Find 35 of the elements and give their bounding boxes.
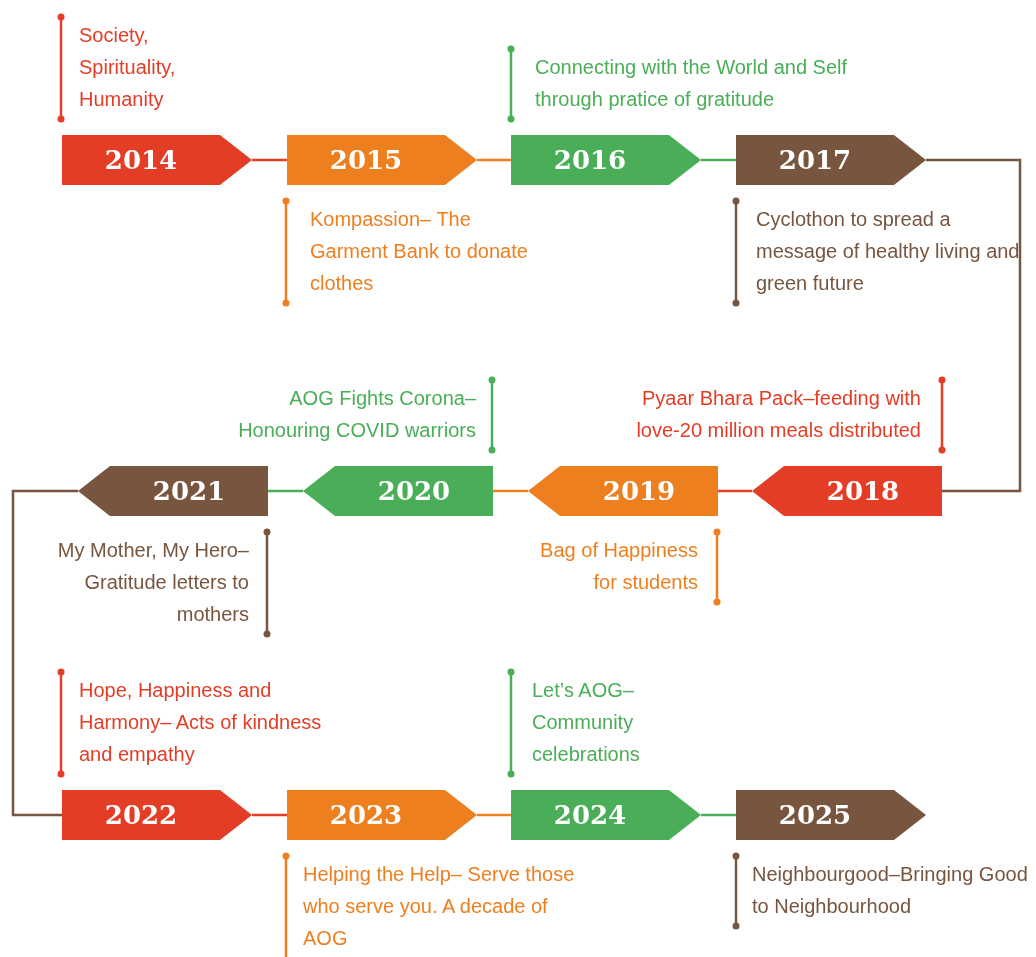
year-tag: 2018: [752, 466, 942, 516]
connector-line: [477, 158, 511, 162]
year-tag: 2019: [528, 466, 718, 516]
year-tag: 2015: [287, 135, 477, 185]
year-tag: 2023: [287, 790, 477, 840]
milestone-description: My Mother, My Hero–Gratitude letters to mothers: [56, 538, 249, 627]
connector-line: [252, 813, 287, 817]
milestone-description: Let’s AOG– Community celebrations: [532, 678, 641, 767]
connector-line: [718, 489, 752, 493]
connector-line: [493, 489, 528, 493]
milestone-description: AOG Fights Corona– Honouring COVID warriors: [237, 386, 476, 443]
milestone-description: Kompassion– The Garment Bank to donate clothes: [310, 207, 529, 296]
connector-line: [268, 489, 303, 493]
connector-line: [701, 158, 736, 162]
year-tag: 2021: [78, 466, 268, 516]
year-tag: 2020: [303, 466, 493, 516]
year-tag: 2014: [62, 135, 252, 185]
milestone-description: Hope, Happiness and Harmony– Acts of kindness and empathy: [79, 678, 323, 767]
year-tag: 2024: [511, 790, 701, 840]
connector-line: [926, 158, 1022, 493]
milestone-description: Connecting with the World and Self through pratice of gratitude: [535, 55, 849, 112]
milestone-description: Cyclothon to spread a message of healthy living and green future: [756, 207, 1021, 296]
year-tag: 2022: [62, 790, 252, 840]
milestone-description: Bag of Happiness for students: [539, 538, 698, 595]
connector-line: [11, 489, 78, 817]
milestone-description: Society, Spirituality, Humanity: [79, 23, 177, 112]
milestone-description: Pyaar Bhara Pack–feeding with love-20 million meals distributed: [635, 386, 921, 443]
year-tag: 2017: [736, 135, 926, 185]
milestone-description: Neighbourgood–Bringing Good to Neighbourhood: [752, 862, 1029, 919]
connector-line: [252, 158, 287, 162]
year-tag: 2016: [511, 135, 701, 185]
milestone-description: Helping the Help– Serve those who serve you. A decade of AOG: [303, 862, 576, 951]
year-tag: 2025: [736, 790, 926, 840]
connector-line: [477, 813, 511, 817]
connector-line: [701, 813, 736, 817]
